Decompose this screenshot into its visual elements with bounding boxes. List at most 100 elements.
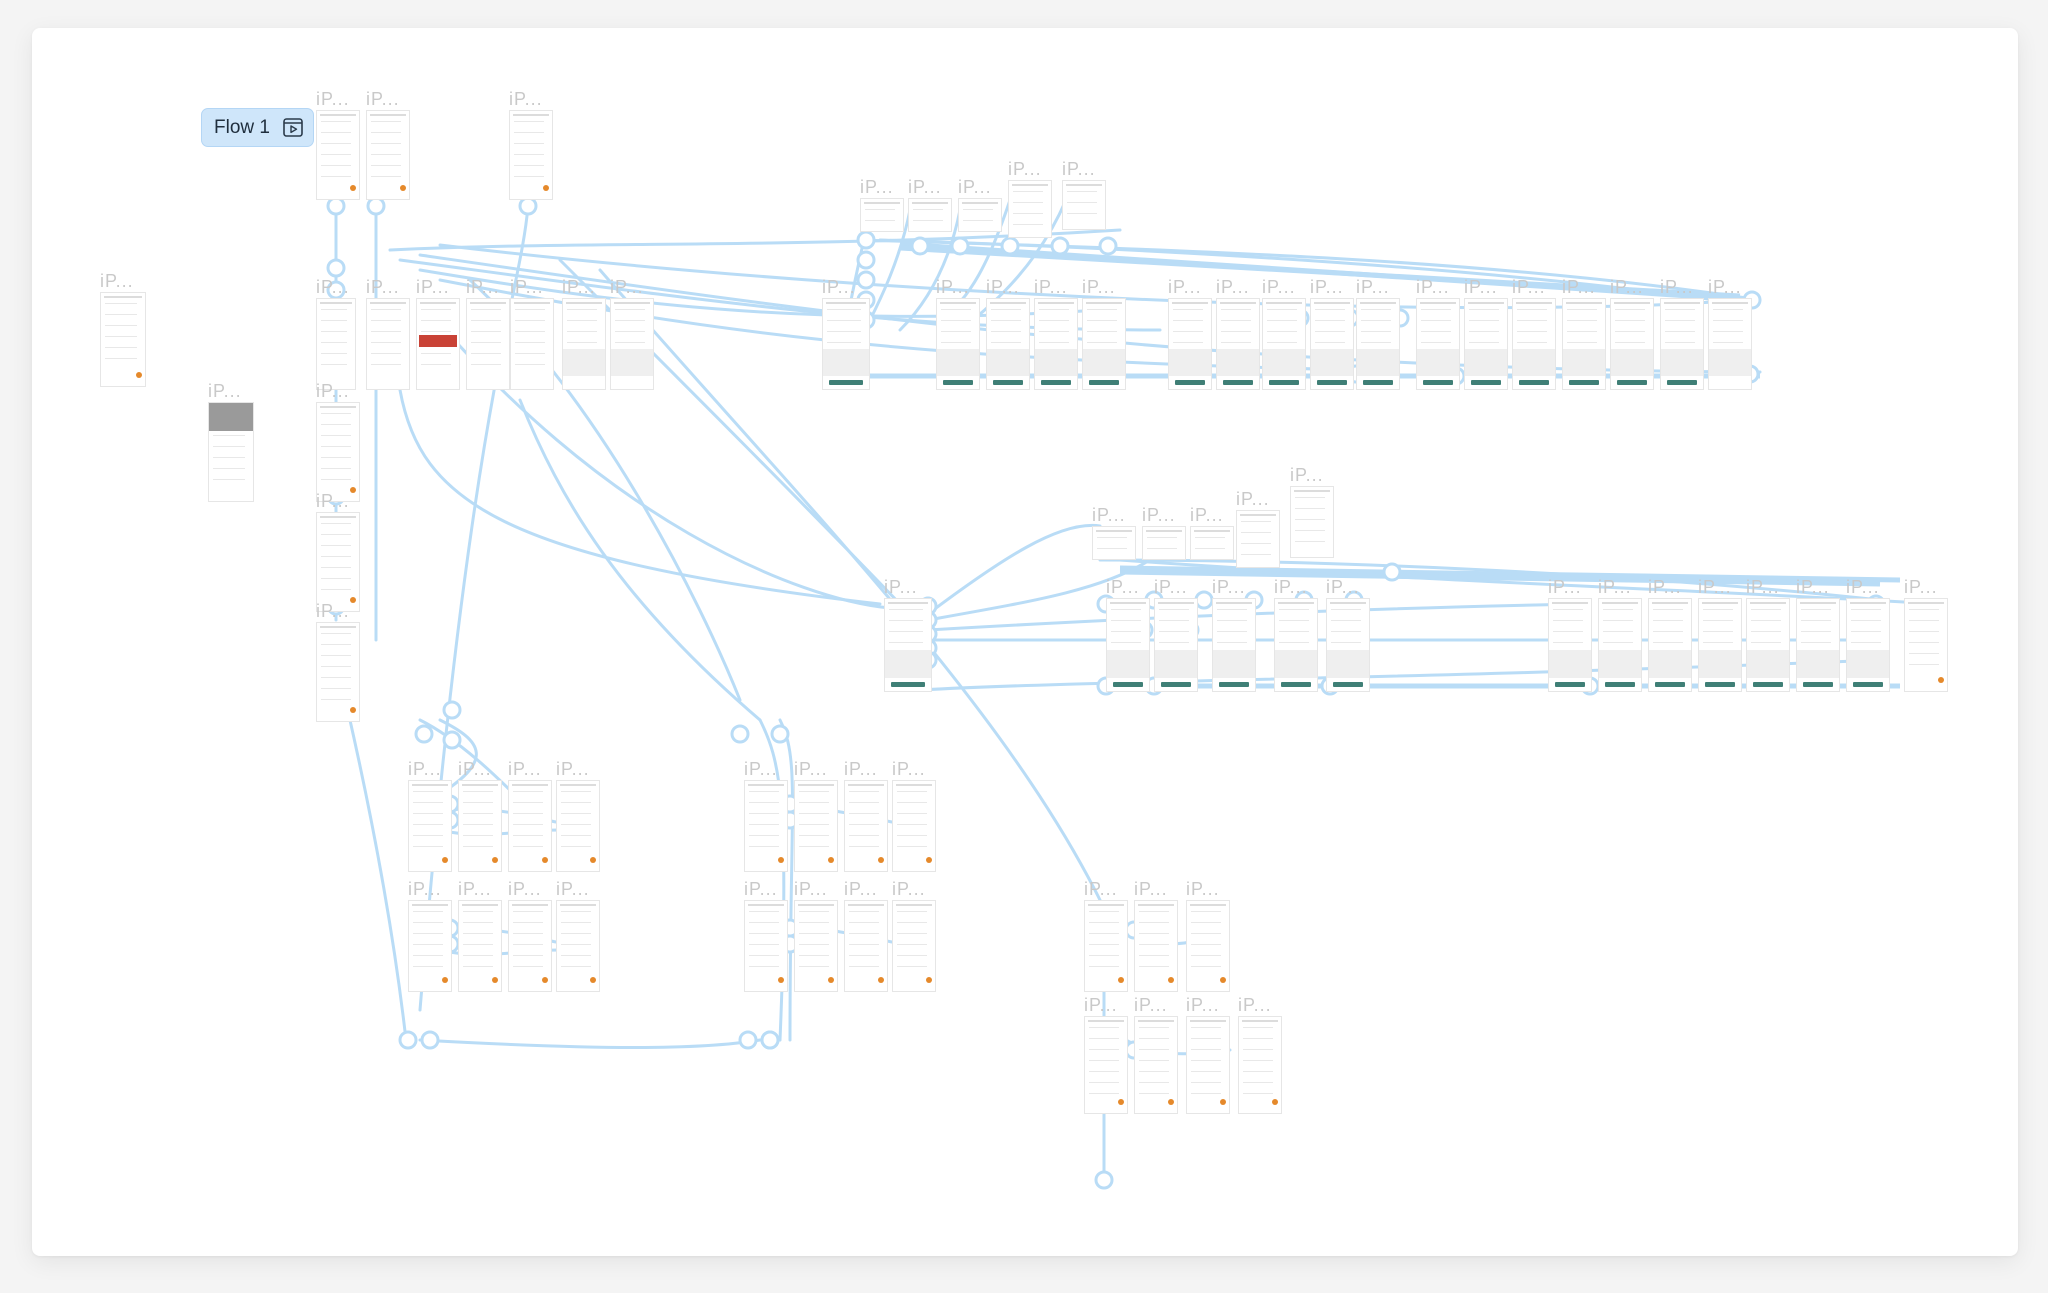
screen-frame[interactable]: [794, 900, 838, 992]
frame-label[interactable]: iP...: [1212, 577, 1246, 597]
frame-label[interactable]: iP...: [508, 759, 542, 779]
frame-label[interactable]: iP...: [458, 879, 492, 899]
frame-label[interactable]: iP...: [1186, 995, 1220, 1015]
frame-label[interactable]: iP...: [508, 879, 542, 899]
frame-label[interactable]: iP...: [958, 177, 992, 197]
frame-label[interactable]: iP...: [884, 577, 918, 597]
screen-frame[interactable]: [556, 780, 600, 872]
screen-frame[interactable]: [958, 198, 1002, 232]
frame-label[interactable]: iP...: [208, 381, 242, 401]
screen-frame[interactable]: [1416, 298, 1460, 390]
screen-frame[interactable]: [1062, 180, 1106, 230]
frame-label[interactable]: iP...: [1548, 577, 1582, 597]
screen-frame[interactable]: [986, 298, 1030, 390]
screen-frame[interactable]: [1746, 598, 1790, 692]
frame-label[interactable]: iP...: [509, 89, 543, 109]
screen-frame[interactable]: [562, 298, 606, 390]
frame-label[interactable]: iP...: [1708, 277, 1742, 297]
frame-label[interactable]: iP...: [1796, 577, 1830, 597]
screen-frame[interactable]: [1708, 298, 1752, 390]
screen-frame[interactable]: [908, 198, 952, 232]
screen-frame[interactable]: [316, 512, 360, 612]
frame-label[interactable]: iP...: [1134, 879, 1168, 899]
screen-frame[interactable]: [458, 780, 502, 872]
screen-frame[interactable]: [316, 298, 356, 390]
screen-frame[interactable]: [1186, 1016, 1230, 1114]
screen-frame[interactable]: [416, 298, 460, 390]
frame-label[interactable]: iP...: [1092, 505, 1126, 525]
screen-frame[interactable]: [844, 780, 888, 872]
frame-label[interactable]: iP...: [556, 759, 590, 779]
screen-frame[interactable]: [1008, 180, 1052, 238]
screen-frame[interactable]: [1262, 298, 1306, 390]
frame-label[interactable]: iP...: [1326, 577, 1360, 597]
frame-label[interactable]: iP...: [416, 277, 450, 297]
frame-label[interactable]: iP...: [562, 277, 596, 297]
frame-label[interactable]: iP...: [1746, 577, 1780, 597]
screen-frame[interactable]: [744, 900, 788, 992]
screen-frame[interactable]: [508, 900, 552, 992]
screen-frame[interactable]: [1084, 1016, 1128, 1114]
frame-label[interactable]: iP...: [366, 277, 400, 297]
frame-label[interactable]: iP...: [1698, 577, 1732, 597]
screen-frame[interactable]: [1186, 900, 1230, 992]
frame-label[interactable]: iP...: [892, 759, 926, 779]
frame-label[interactable]: iP...: [1356, 277, 1390, 297]
screen-frame[interactable]: [1648, 598, 1692, 692]
frame-label[interactable]: iP...: [556, 879, 590, 899]
screen-frame[interactable]: [1562, 298, 1606, 390]
screen-frame[interactable]: [1512, 298, 1556, 390]
frame-label[interactable]: iP...: [510, 277, 544, 297]
frame-label[interactable]: iP...: [610, 277, 644, 297]
frame-label[interactable]: iP...: [1190, 505, 1224, 525]
frame-label[interactable]: iP...: [1598, 577, 1632, 597]
frame-label[interactable]: iP...: [1134, 995, 1168, 1015]
frame-label[interactable]: iP...: [1610, 277, 1644, 297]
frame-label[interactable]: iP...: [408, 879, 442, 899]
frame-label[interactable]: iP...: [466, 277, 500, 297]
frame-label[interactable]: iP...: [744, 879, 778, 899]
frame-label[interactable]: iP...: [1106, 577, 1140, 597]
screen-frame[interactable]: [892, 900, 936, 992]
screen-frame[interactable]: [100, 292, 146, 387]
frame-label[interactable]: iP...: [936, 277, 970, 297]
frame-label[interactable]: iP...: [844, 879, 878, 899]
screen-frame[interactable]: [509, 110, 553, 200]
frame-label[interactable]: iP...: [316, 601, 350, 621]
screen-frame[interactable]: [1154, 598, 1198, 692]
frame-label[interactable]: iP...: [366, 89, 400, 109]
frame-label[interactable]: iP...: [1034, 277, 1068, 297]
frame-label[interactable]: iP...: [1168, 277, 1202, 297]
screen-frame[interactable]: [1326, 598, 1370, 692]
frame-label[interactable]: iP...: [458, 759, 492, 779]
frame-label[interactable]: iP...: [1512, 277, 1546, 297]
screen-frame[interactable]: [860, 198, 904, 232]
frame-label[interactable]: iP...: [316, 381, 350, 401]
frame-label[interactable]: iP...: [316, 491, 350, 511]
screen-frame[interactable]: [1356, 298, 1400, 390]
frame-label[interactable]: iP...: [1238, 995, 1272, 1015]
screen-frame[interactable]: [1846, 598, 1890, 692]
screen-frame[interactable]: [316, 622, 360, 722]
flow-start-badge[interactable]: Flow 1: [201, 108, 314, 147]
frame-label[interactable]: iP...: [1310, 277, 1344, 297]
frame-label[interactable]: iP...: [1082, 277, 1116, 297]
frame-label[interactable]: iP...: [1084, 995, 1118, 1015]
frame-label[interactable]: iP...: [1904, 577, 1938, 597]
screen-frame[interactable]: [1548, 598, 1592, 692]
screen-frame[interactable]: [408, 780, 452, 872]
screen-frame[interactable]: [1310, 298, 1354, 390]
frame-label[interactable]: iP...: [744, 759, 778, 779]
screen-frame[interactable]: [1216, 298, 1260, 390]
screen-frame[interactable]: [1610, 298, 1654, 390]
frame-label[interactable]: iP...: [794, 759, 828, 779]
frame-label[interactable]: iP...: [1008, 159, 1042, 179]
screen-frame[interactable]: [1034, 298, 1078, 390]
frame-label[interactable]: iP...: [100, 271, 134, 291]
screen-frame[interactable]: [458, 900, 502, 992]
frame-label[interactable]: iP...: [408, 759, 442, 779]
screen-frame[interactable]: [1236, 510, 1280, 568]
screen-frame[interactable]: [556, 900, 600, 992]
screen-frame[interactable]: [1106, 598, 1150, 692]
screen-frame[interactable]: [1092, 526, 1136, 560]
